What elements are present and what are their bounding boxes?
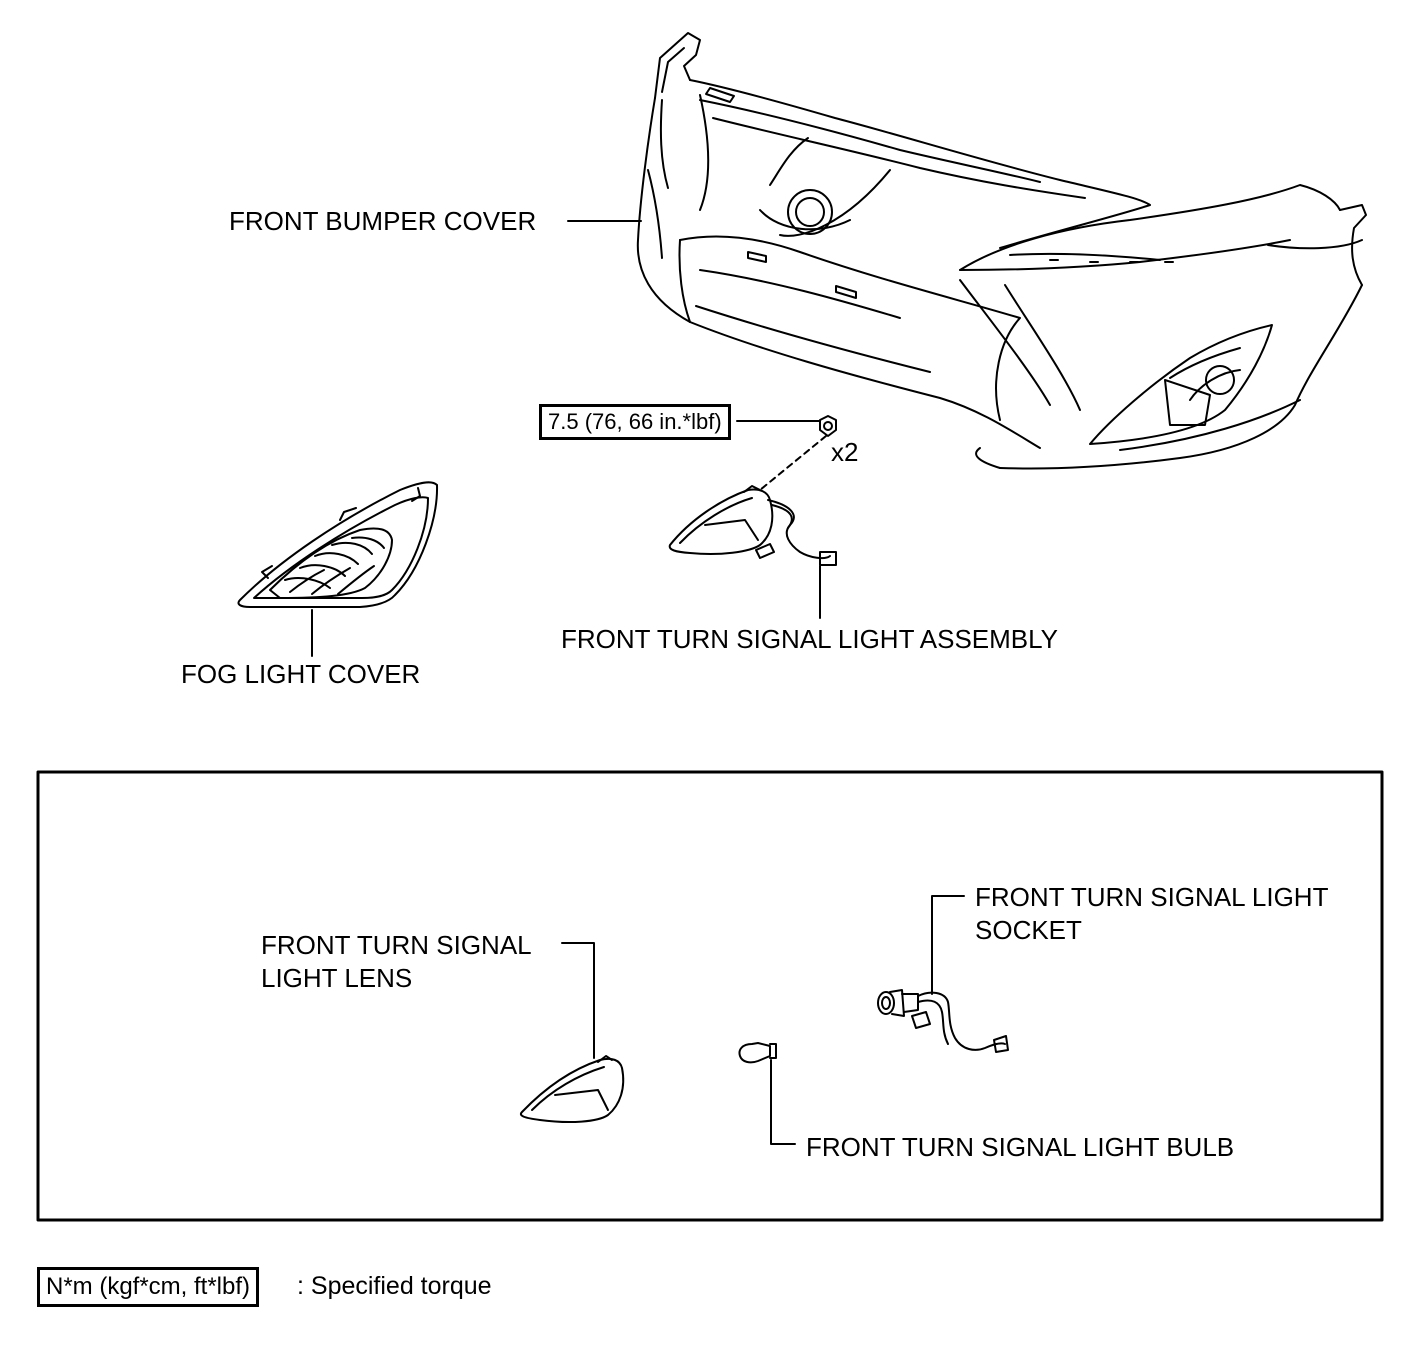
front-turn-signal-light-socket-leader	[931, 895, 965, 995]
nut-dashed-line	[759, 435, 827, 491]
front-turn-signal-light-bulb-drawing	[738, 1042, 777, 1064]
front-turn-signal-light-lens-label-line1: FRONT TURN SIGNAL	[261, 930, 532, 960]
fog-light-cover-label: FOG LIGHT COVER	[181, 659, 421, 689]
fog-light-cover-drawing	[237, 481, 439, 608]
front-turn-signal-light-lens-leader	[561, 942, 595, 1059]
front-turn-signal-light-bulb-label: FRONT TURN SIGNAL LIGHT BULB	[806, 1132, 1235, 1162]
legend-torque-unit-box: N*m (kgf*cm, ft*lbf)	[37, 1267, 260, 1307]
front-turn-signal-light-assembly-label: FRONT TURN SIGNAL LIGHT ASSEMBLY	[561, 624, 1059, 654]
front-turn-signal-light-lens-drawing	[520, 1055, 625, 1124]
front-bumper-cover-label: FRONT BUMPER COVER	[229, 206, 537, 236]
front-turn-signal-light-assembly-drawing	[668, 485, 837, 566]
front-turn-signal-light-socket-drawing	[877, 989, 1009, 1053]
front-bumper-cover-drawing	[636, 32, 1367, 470]
front-turn-signal-light-lens-label-line2: LIGHT LENS	[261, 963, 413, 993]
detail-box	[36, 770, 1384, 1222]
front-turn-signal-light-bulb-leader	[770, 1059, 796, 1145]
torque-value-box: 7.5 (76, 66 in.*lbf)	[539, 404, 731, 440]
nut-drawing	[819, 415, 837, 437]
front-turn-signal-light-socket-label-line2: SOCKET	[975, 915, 1082, 945]
front-turn-signal-light-socket-label-line1: FRONT TURN SIGNAL LIGHT	[975, 882, 1329, 912]
legend-description: : Specified torque	[297, 1272, 492, 1300]
quantity-label: x2	[831, 437, 859, 467]
